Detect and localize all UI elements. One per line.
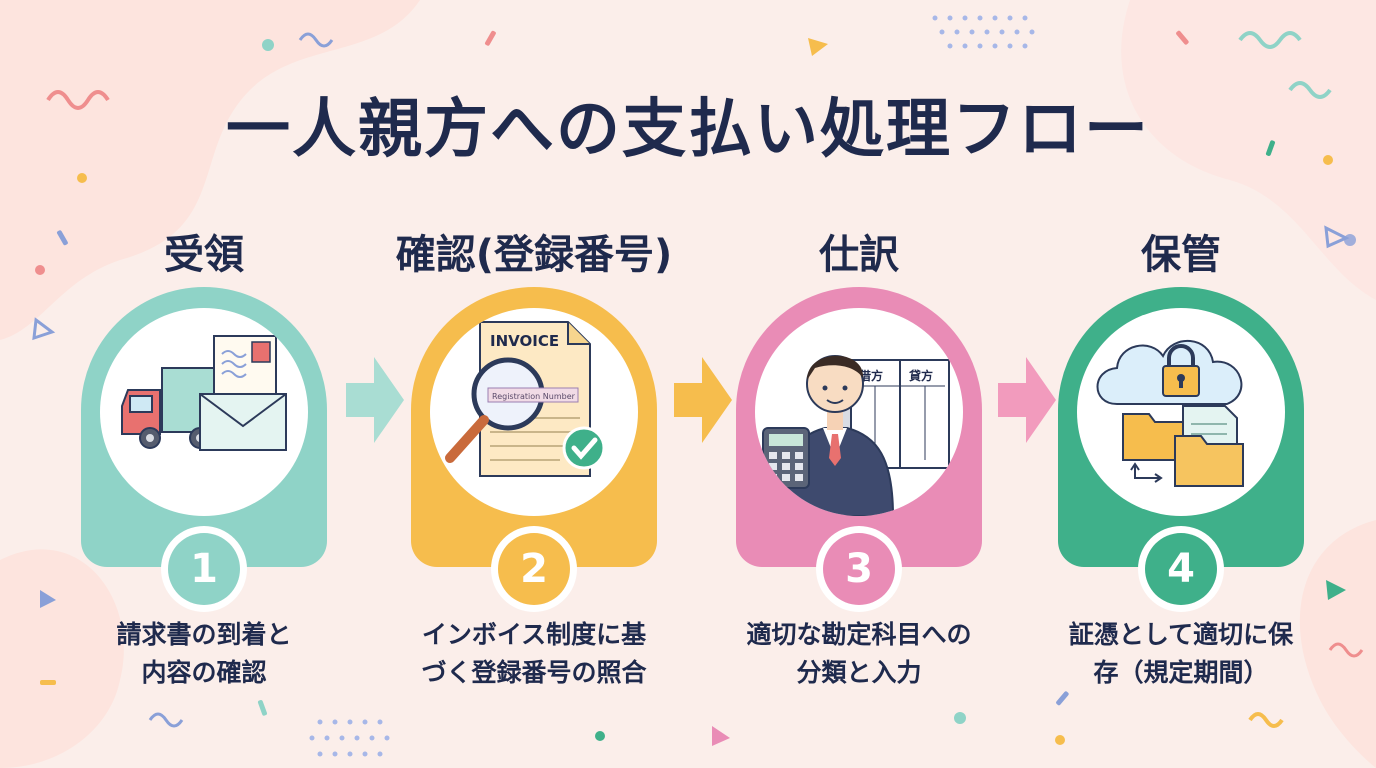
step-2-heading: 確認(登録番号) bbox=[395, 232, 673, 278]
step-3-illustration: 借方 貸方 bbox=[755, 308, 963, 516]
step-4-description: 証憑として適切に保 存（規定期間） bbox=[1041, 616, 1321, 692]
invoice-label: INVOICE bbox=[490, 332, 559, 350]
step-1-description-line: 内容の確認 bbox=[141, 658, 267, 687]
arrow-right-icon bbox=[674, 357, 732, 443]
step-3-description-line: 分類と入力 bbox=[796, 658, 922, 687]
cloud-lock-folders-icon bbox=[1096, 340, 1244, 487]
invoice-magnifier-check-icon: INVOICE Registration Number bbox=[445, 321, 606, 477]
step-1-description-line: 請求書の到着と bbox=[116, 620, 292, 649]
step-1-heading: 受領 bbox=[164, 232, 244, 278]
arrow-right-icon bbox=[998, 357, 1056, 443]
accountant-ledger-icon: 借方 貸方 bbox=[762, 355, 950, 516]
registration-number-label: Registration Number bbox=[492, 392, 576, 401]
step-4-description-line: 証憑として適切に保 bbox=[1068, 620, 1294, 649]
step-2-description-line: づく登録番号の照合 bbox=[421, 658, 647, 687]
step-4-number: 4 bbox=[1145, 533, 1217, 605]
arrow-right-icon bbox=[346, 357, 404, 443]
step-2-illustration: INVOICE Registration Number bbox=[430, 308, 638, 516]
step-3-number: 3 bbox=[823, 533, 895, 605]
step-2-description-line: インボイス制度に基 bbox=[421, 620, 647, 649]
step-2-number: 2 bbox=[498, 533, 570, 605]
step-1-illustration bbox=[100, 308, 308, 516]
step-3-heading: 仕訳 bbox=[819, 232, 899, 278]
step-4-heading: 保管 bbox=[1141, 232, 1221, 278]
step-2-description: インボイス制度に基 づく登録番号の照合 bbox=[394, 616, 674, 692]
debit-label: 借方 bbox=[858, 368, 883, 383]
step-3-description: 適切な勘定科目への 分類と入力 bbox=[719, 616, 999, 692]
step-3-description-line: 適切な勘定科目への bbox=[746, 620, 972, 649]
step-1-description: 請求書の到着と 内容の確認 bbox=[64, 616, 344, 692]
step-1-number: 1 bbox=[168, 533, 240, 605]
step-4-illustration bbox=[1077, 308, 1285, 516]
delivery-truck-mail-icon bbox=[121, 335, 287, 451]
page-title: 一人親方への支払い処理フロー bbox=[226, 93, 1150, 167]
step-4-description-line: 存（規定期間） bbox=[1093, 658, 1269, 687]
credit-label: 貸方 bbox=[909, 368, 933, 383]
